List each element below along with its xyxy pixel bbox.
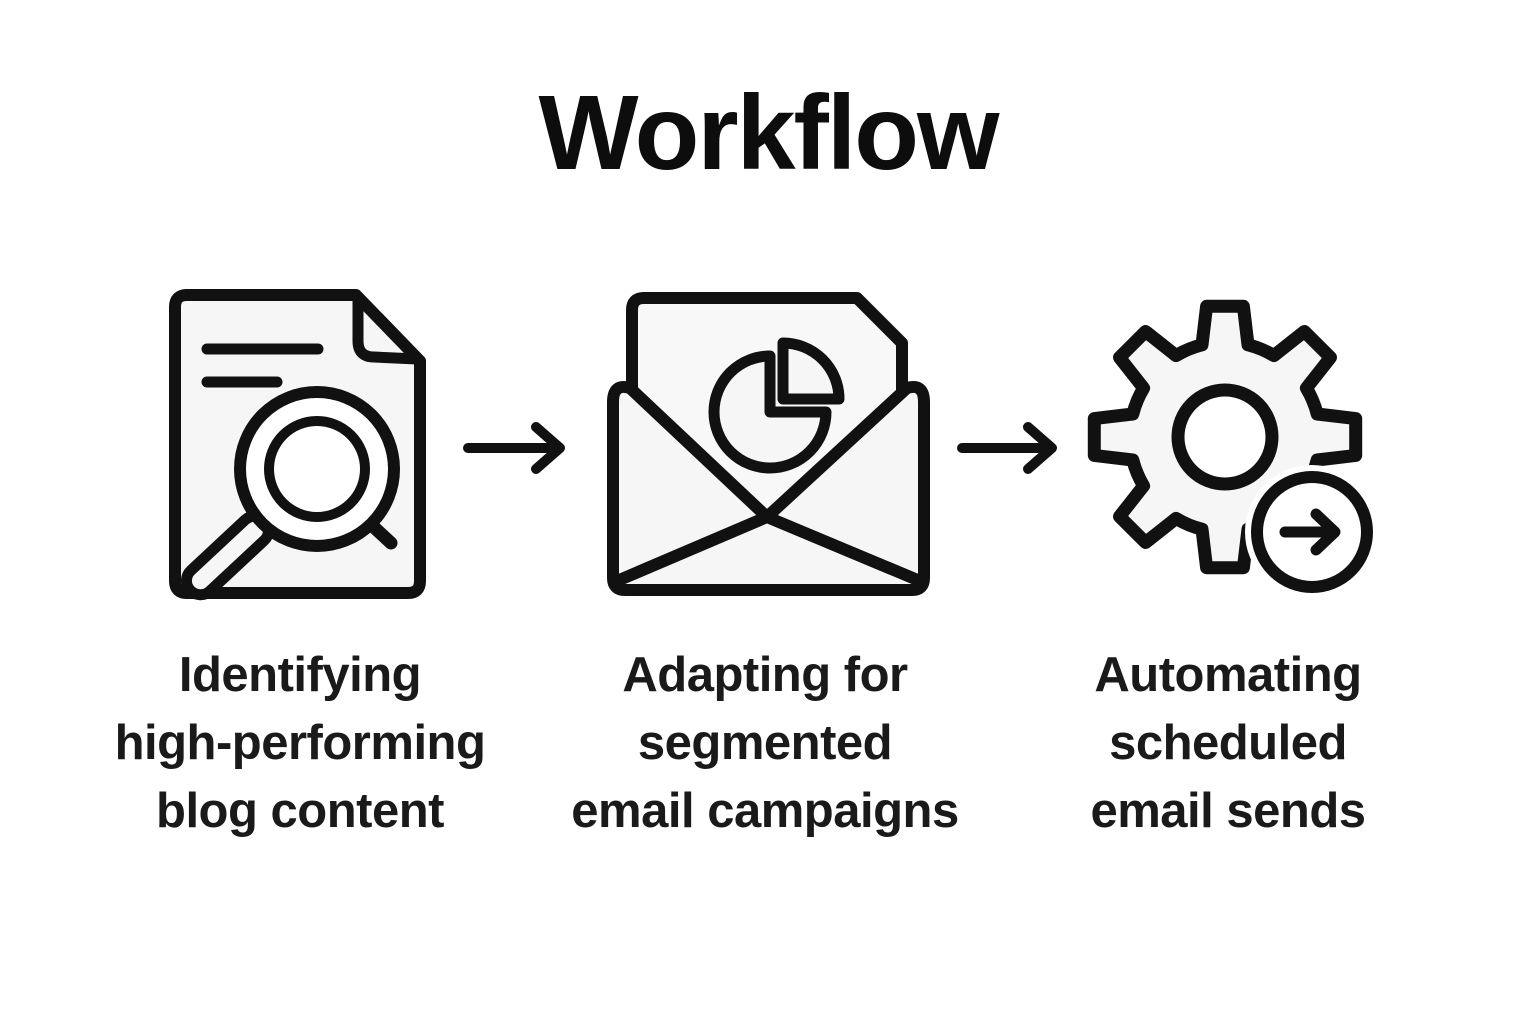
- document-magnifier-icon: [169, 289, 426, 601]
- magnifier-lens-inner: [264, 416, 370, 522]
- badge-arrow-right-icon: [1279, 508, 1341, 556]
- diagram-title: Workflow: [538, 74, 999, 192]
- step-caption-1: Identifying high-performing blog content: [114, 648, 486, 838]
- arrow-right-icon: [957, 422, 1057, 474]
- magnifier-lens-outer: [234, 386, 400, 552]
- gear-arrow-icon: [1087, 299, 1379, 599]
- pie-chart-slice: [777, 337, 845, 405]
- badge-circle: [1251, 471, 1373, 593]
- envelope-fold-lines: [611, 511, 926, 587]
- envelope-body: [607, 381, 930, 596]
- step-caption-2: Adapting for segmented email campaigns: [571, 648, 959, 838]
- document-fold-corner: [352, 291, 423, 365]
- pie-chart-body: [708, 350, 832, 474]
- gear-center-hole: [1171, 383, 1279, 491]
- envelope-pie-chart-icon: [607, 292, 930, 596]
- arrow-right-icon: [463, 422, 565, 474]
- step-caption-3: Automating scheduled email sends: [1090, 648, 1366, 838]
